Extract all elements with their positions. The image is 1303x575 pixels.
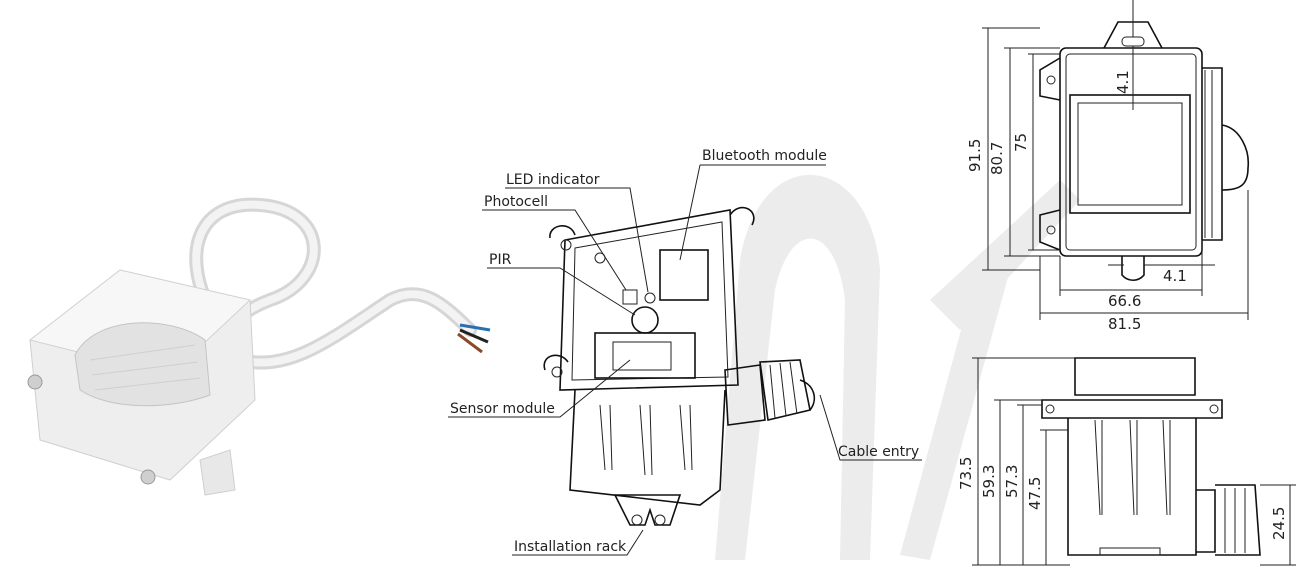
installation-rack-label: Installation rack	[514, 539, 627, 555]
dim-body-height: 80.7	[988, 142, 1006, 175]
bluetooth-module-label: Bluetooth module	[702, 148, 827, 164]
photocell-label: Photocell	[484, 194, 548, 210]
cable-entry-label: Cable entry	[838, 444, 919, 460]
dim-gland-height: 24.5	[1270, 507, 1288, 540]
dim-side-overall-height: 73.5	[957, 457, 975, 490]
exploded-view	[448, 164, 922, 556]
dim-hole: 4.1	[1114, 70, 1132, 94]
dim-side-height-3: 47.5	[1026, 477, 1044, 510]
dim-overall-width: 81.5	[1108, 315, 1141, 333]
dim-overall-height: 91.5	[966, 139, 984, 172]
sensor-photo	[27, 197, 491, 496]
dim-side-height-1: 59.3	[980, 465, 998, 498]
dim-side-height-2: 57.3	[1003, 465, 1021, 498]
sensor-module-label: Sensor module	[450, 401, 555, 417]
dim-slot: 4.1	[1163, 267, 1187, 285]
pir-label: PIR	[489, 252, 512, 268]
front-view-drawing	[982, 0, 1249, 320]
dim-inner-width: 66.6	[1108, 292, 1141, 310]
watermark-logo	[715, 174, 1080, 560]
dim-inner-height: 75	[1012, 133, 1030, 152]
led-indicator-label: LED indicator	[506, 172, 600, 188]
side-view-drawing	[972, 357, 1296, 566]
